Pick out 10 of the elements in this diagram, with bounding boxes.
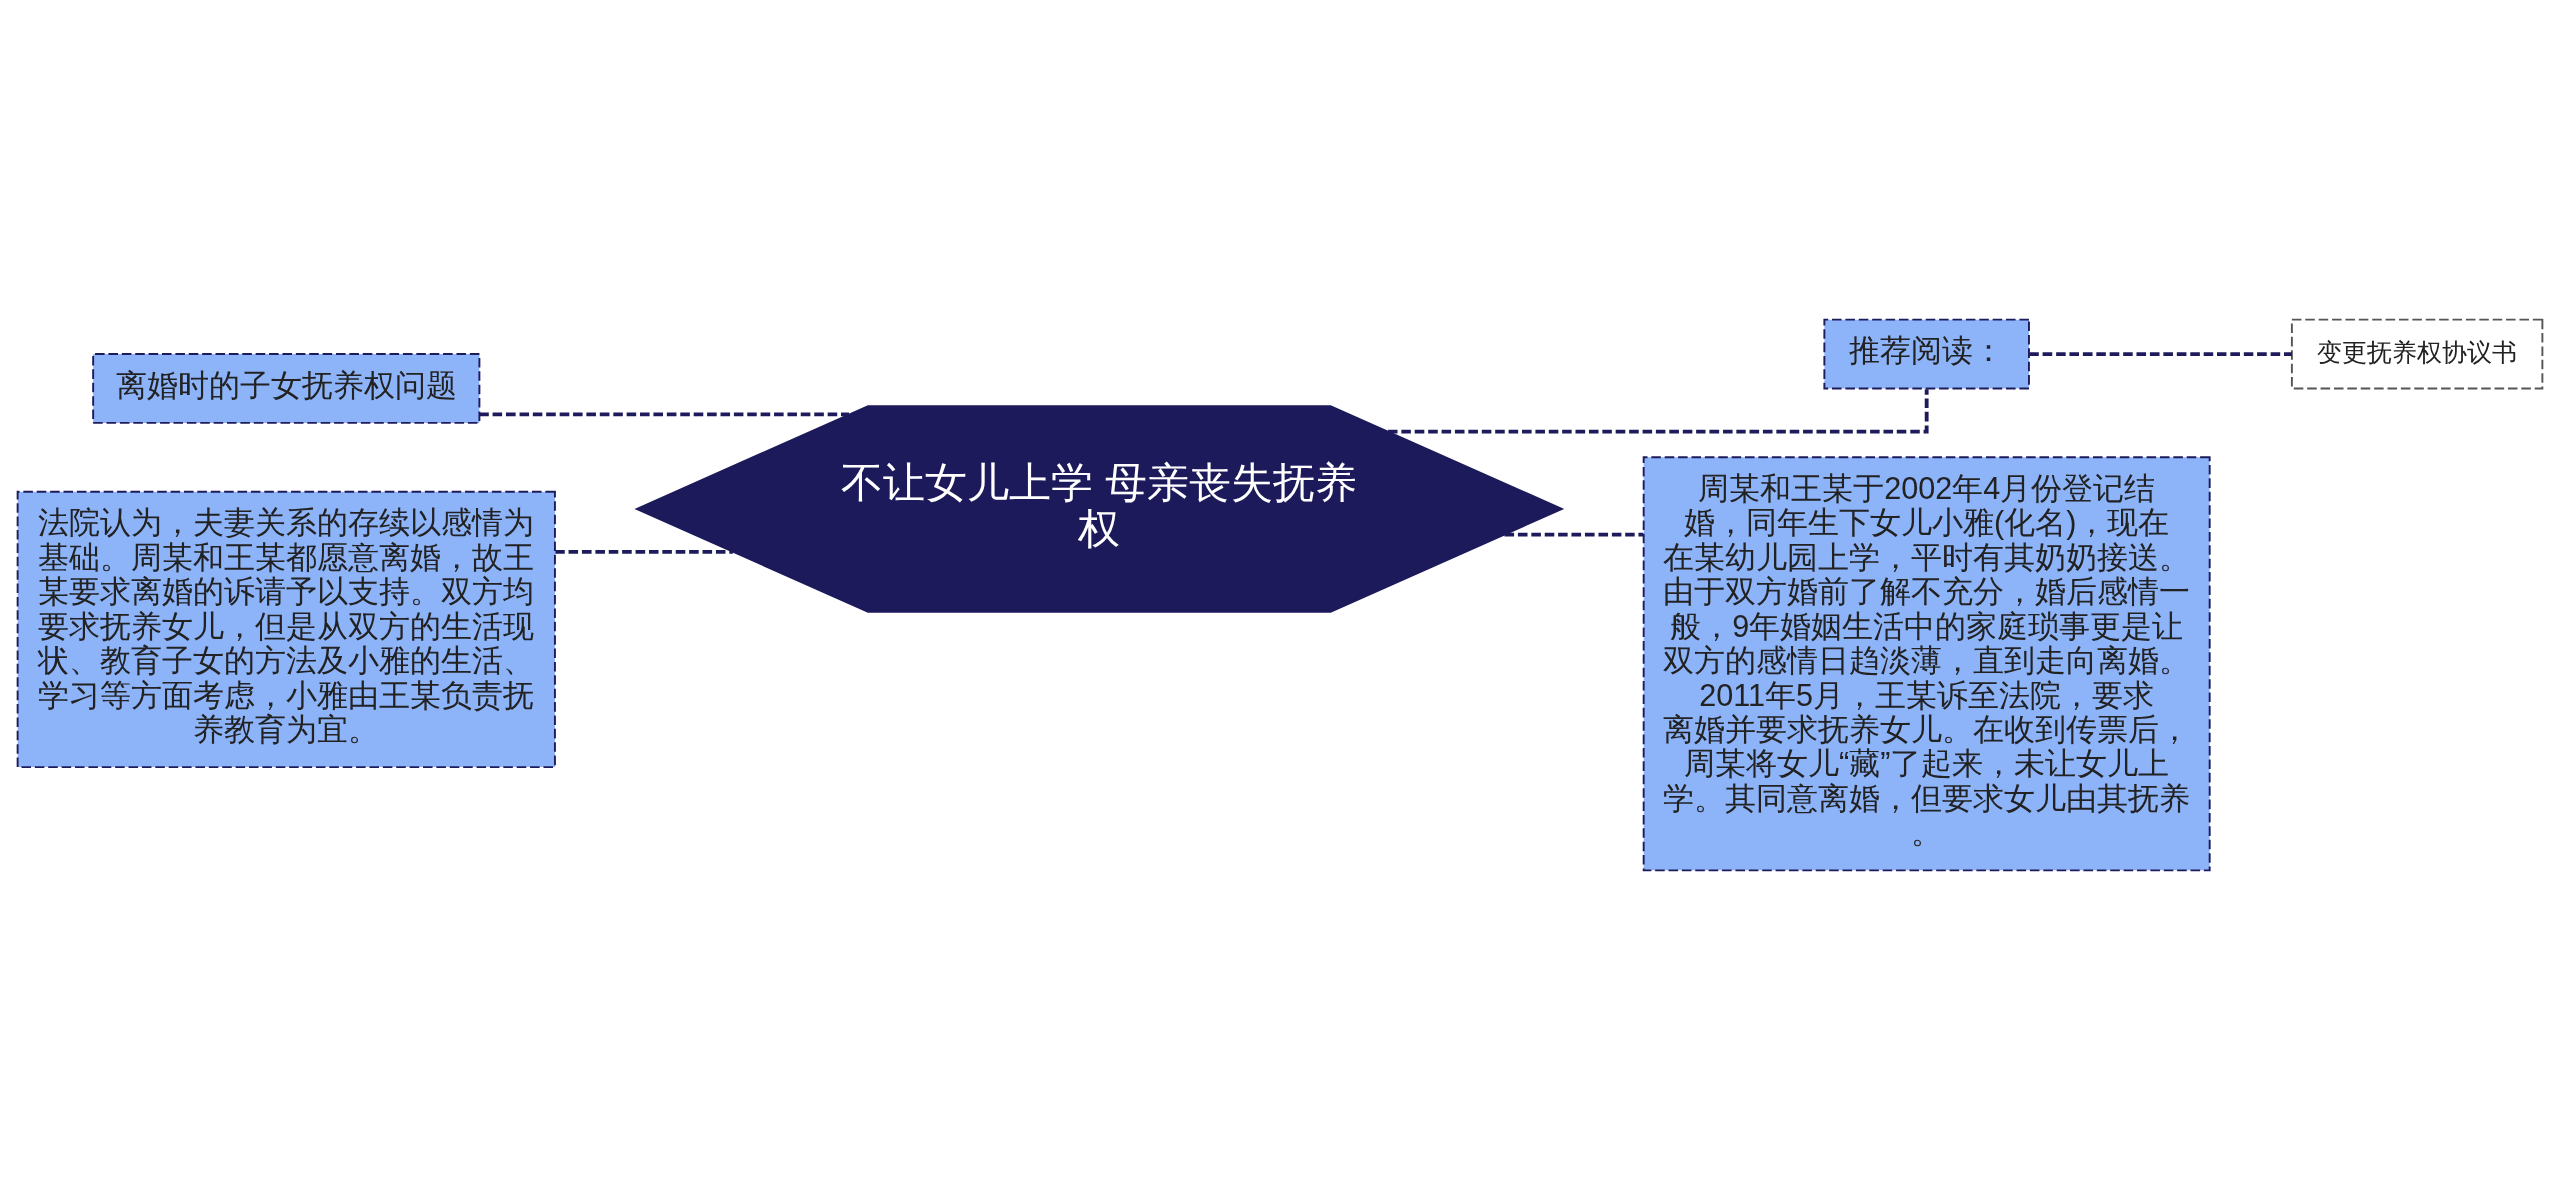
connector	[479, 412, 849, 416]
node-box: 法院认为，夫妻关系的存续以感情为基础。周某和王某都愿意离婚，故王某要求离婚的诉请予以支持。双方均要求抚养女儿，但是从双方的生活现状、教育子女的方法及小雅的生活、学习等方面考虑，小雅由王某负责抚养教育为宜。	[16, 490, 556, 768]
node-box: 变更抚养权协议书	[2290, 318, 2544, 389]
connector	[1388, 388, 1929, 434]
connector	[2029, 351, 2292, 356]
node-box: 周某和王某于2002年4月份登记结婚，同年生下女儿小雅(化名)，现在在某幼儿园上学，平时有其奶奶接送。由于双方婚前了解不充分，婚后感情一般，9年婚姻生活中的家庭琐事更是让双方的感情日趋淡薄，直到走向离婚。2011年5月，王某诉至法院，要求离婚并要求抚养女儿。在收到传票后，周某将女儿“藏”了起来，未让女儿上学。其同意离婚，但要求女儿由其抚养。	[1642, 455, 2211, 871]
node-box: 推荐阅读：	[1823, 318, 2030, 389]
connector	[1504, 532, 1644, 537]
node-box: 离婚时的子女抚养权问题	[92, 352, 481, 424]
connector	[555, 549, 733, 554]
